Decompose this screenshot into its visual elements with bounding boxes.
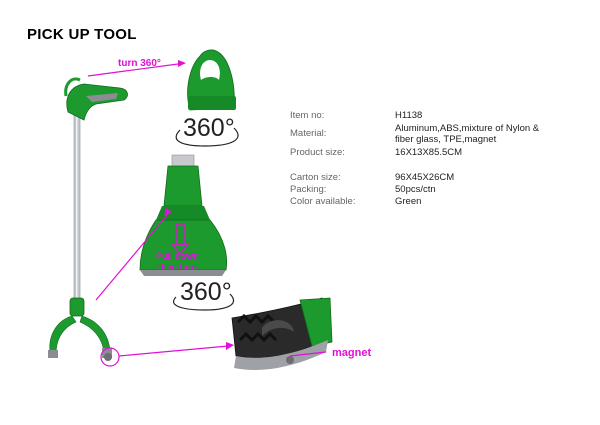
spec-label: Product size: xyxy=(290,147,345,158)
spec-value: 16X13X85.5CM xyxy=(395,147,463,158)
spec-value: 96X45X26CM xyxy=(395,172,455,183)
pull-down-arrow xyxy=(170,223,190,256)
turn-callout: turn 360° xyxy=(118,58,161,69)
spec-label: Material: xyxy=(290,128,327,139)
pick-up-tool-figure xyxy=(48,77,128,361)
connector-closeup xyxy=(139,154,227,276)
jaw-magnet-closeup xyxy=(231,297,333,371)
spec-label: Carton size: xyxy=(290,172,341,183)
rotation-mark-top: 360° xyxy=(183,114,235,142)
spec-value: Aluminum,ABS,mixture of Nylon & fiber gl… xyxy=(395,123,540,145)
pull-callout-line2: then turn xyxy=(158,262,197,272)
spec-label: Item no: xyxy=(290,110,325,121)
magnet-callout: magnet xyxy=(332,347,372,359)
right-jaw xyxy=(79,315,111,353)
rotate-arrow-top xyxy=(175,127,239,147)
left-jaw xyxy=(49,315,77,355)
spec-value: H1138 xyxy=(395,110,423,121)
rotate-arrow-bottom xyxy=(173,293,235,311)
magnet-highlight xyxy=(100,347,120,367)
spec-label: Color available: xyxy=(290,196,356,207)
rotation-mark-bottom: 360° xyxy=(180,278,232,306)
callout-lines xyxy=(87,60,327,357)
spec-value: Green xyxy=(395,196,422,207)
spec-label: Packing: xyxy=(290,184,327,195)
spec-value: 50pcs/ctn xyxy=(395,184,436,195)
pull-callout-line1: Pull down xyxy=(156,251,199,261)
page-title: PICK UP TOOL xyxy=(27,26,137,43)
handle-grip xyxy=(66,83,128,121)
handle-top-closeup xyxy=(187,49,236,111)
